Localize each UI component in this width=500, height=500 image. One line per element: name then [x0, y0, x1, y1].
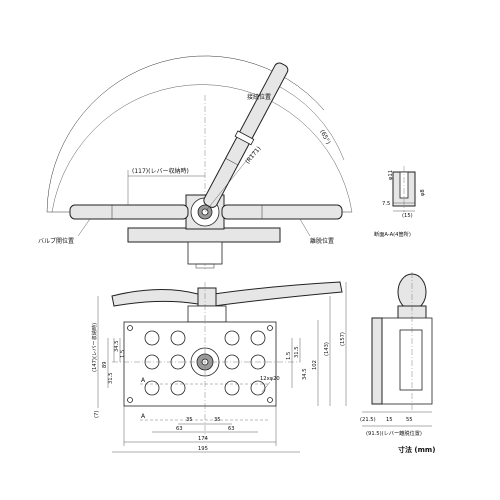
- hole: [250, 380, 266, 396]
- label-detach-position: 離脱位置: [310, 237, 334, 245]
- hole-grid: [127, 325, 273, 403]
- corner-hole: [127, 397, 133, 403]
- label-195: 195: [198, 446, 208, 452]
- base-stem: [187, 241, 223, 265]
- label-174: 174: [198, 436, 209, 442]
- front-view: A A (147)(レバー収納時) 89 31.5 34.5 1.5 (7) 1…: [90, 281, 347, 453]
- holes-leader: [261, 381, 271, 393]
- side-view: (21.5) 15 55 (91.5)(レバー離脱位置): [360, 272, 433, 437]
- units-label: 寸法 (mm): [398, 445, 435, 454]
- label-35b: 35: [214, 417, 221, 423]
- label-143: (143): [324, 342, 330, 356]
- label-d8: φ8: [420, 189, 426, 196]
- lever-diagonal: [203, 62, 289, 208]
- leader-connect: [254, 89, 263, 104]
- base-plate: [127, 227, 281, 243]
- hole: [224, 380, 240, 396]
- hole: [224, 330, 240, 346]
- r171-leader: [204, 149, 256, 213]
- lever-right: [221, 204, 343, 220]
- label-d11: φ11: [388, 170, 394, 180]
- outer-arc: [51, 84, 353, 213]
- hole: [144, 330, 160, 346]
- corner-hole: [127, 325, 133, 331]
- label-315r: 31.5: [294, 346, 300, 358]
- hole: [170, 330, 186, 346]
- label-63b: 63: [228, 426, 235, 432]
- label-angle: (65°): [318, 129, 331, 146]
- corner-hole: [267, 325, 273, 331]
- label-section: 断面A-A(4箇所): [374, 230, 411, 238]
- hole: [170, 380, 186, 396]
- front-hub-block: [187, 305, 227, 323]
- label-width15: (15): [402, 213, 413, 219]
- base-stem-tip: [195, 263, 215, 269]
- label-sec-a2: A: [141, 413, 146, 420]
- corner-hole: [267, 397, 273, 403]
- label-89: 89: [102, 361, 108, 368]
- label-connect-position: 接続位置: [247, 93, 271, 101]
- label-215: (21.5): [360, 417, 376, 423]
- side-inner: [399, 329, 423, 391]
- label-315: 31.5: [108, 372, 114, 384]
- label-915: (91.5)(レバー離脱位置): [366, 429, 422, 437]
- label-holes: 12xφ20: [260, 376, 280, 382]
- leader-open: [77, 218, 91, 237]
- section-a-a: φ11 φ8 7.5 (15) 断面A-A(4箇所): [374, 166, 426, 238]
- label-345: 34.5: [114, 340, 120, 352]
- label-55: 55: [406, 417, 413, 423]
- label-63a: 63: [176, 426, 183, 432]
- label-lever-stow: (117)(レバー収納時): [132, 167, 189, 175]
- leader-detach: [299, 218, 311, 237]
- label-15r: 1.5: [286, 352, 292, 360]
- lever-left: [69, 204, 189, 220]
- top-view: 接続位置 バルブ開位置 離脱位置 (65°) (R171) (117)(レバー収…: [38, 55, 353, 270]
- label-valve-open-position: バルブ開位置: [38, 237, 74, 245]
- label-147: (147)(レバー収納時): [90, 323, 98, 372]
- label-15: 1.5: [120, 350, 126, 358]
- front-lever-right: [213, 281, 343, 307]
- front-lever-hub: [197, 287, 217, 307]
- label-side-15: 15: [386, 417, 393, 423]
- label-depth: 7.5: [382, 201, 390, 207]
- label-35a: 35: [186, 417, 193, 423]
- hole: [250, 330, 266, 346]
- label-102: 102: [312, 360, 318, 370]
- side-plate: [371, 317, 383, 405]
- label-345r: 34.5: [302, 368, 308, 380]
- front-lever-left: [111, 289, 199, 307]
- angle-dim-arc: [269, 81, 345, 161]
- label-7: (7): [94, 411, 100, 418]
- hole: [144, 380, 160, 396]
- label-sec-a1: A: [141, 377, 146, 384]
- label-157: (157): [340, 332, 346, 346]
